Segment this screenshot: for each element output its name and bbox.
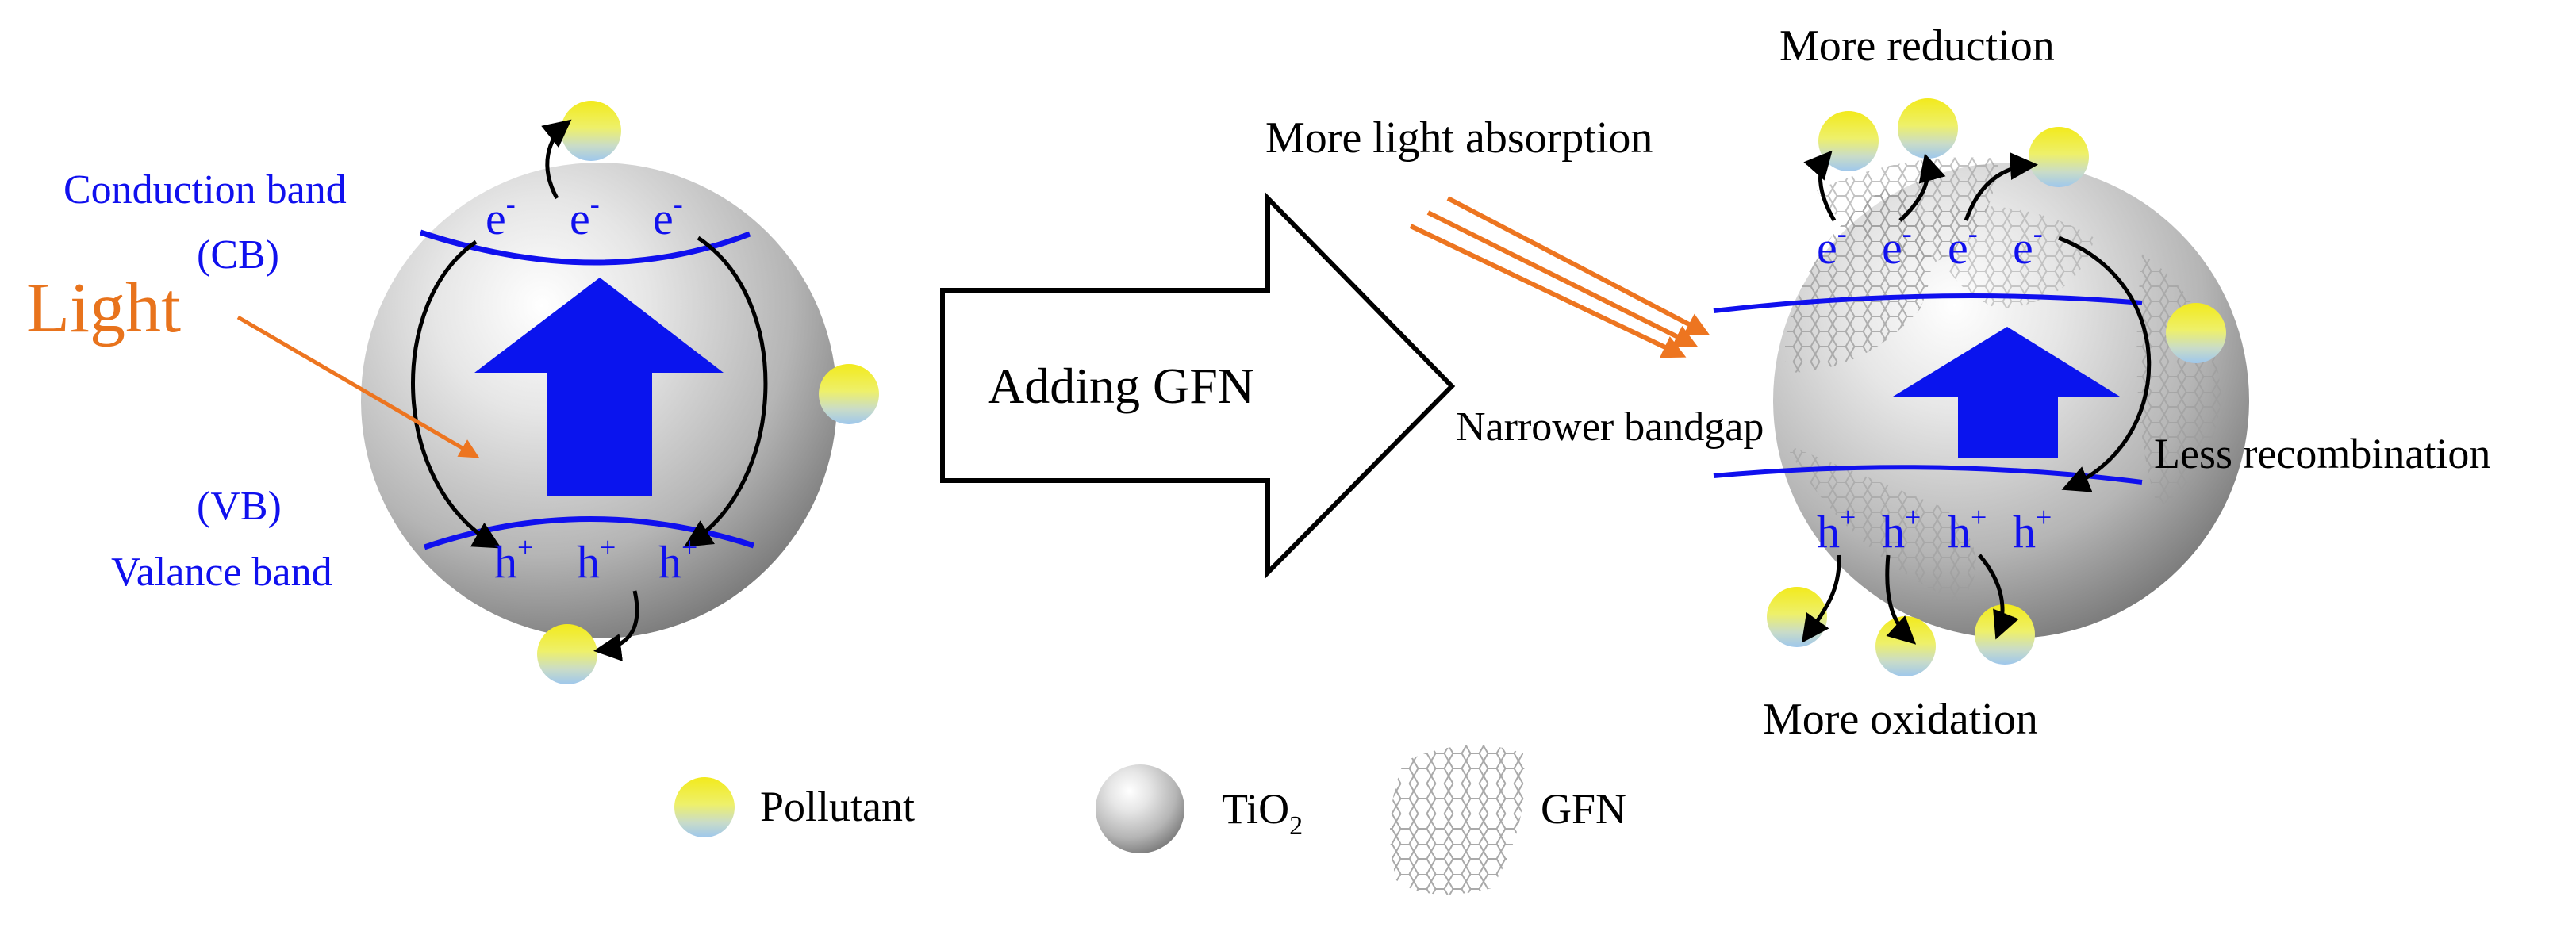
recombination-arrow-right (2058, 236, 2152, 492)
hole-left-1: h+ (494, 531, 533, 588)
left-particle: e- e- e- h+ h+ h+ (236, 101, 879, 684)
pollutant-right-top-3 (2029, 127, 2089, 187)
oxidation-arrow-3 (1978, 554, 2019, 640)
legend: Pollutant TiO2 GFN (674, 745, 1626, 895)
electron-left-1: e- (486, 188, 516, 244)
legend-tio2-icon (1096, 764, 1184, 853)
light-label: Light (26, 269, 181, 347)
legend-gfn-label: GFN (1541, 785, 1626, 833)
oxidation-arrow-1 (1801, 554, 1841, 643)
adding-gfn-arrow: Adding GFN (940, 192, 1456, 579)
pollutant-left-top (561, 101, 621, 161)
conduction-band-label: Conduction band (63, 167, 347, 213)
oxidation-arrow-2 (1885, 554, 1917, 645)
legend-gfn-icon (1390, 745, 1525, 895)
pollutant-right-side (2166, 303, 2226, 363)
bandgap-arrow-left (474, 278, 724, 496)
reduction-arrow-3 (1964, 152, 2038, 221)
hole-left-2: h+ (577, 531, 616, 588)
reduction-arrow-1 (1803, 150, 1837, 222)
gfn-sheet-right (2136, 254, 2221, 508)
gfn-sheet-bottom (1785, 444, 1976, 603)
legend-pollutant-icon (674, 777, 735, 837)
pollutant-right-top-2 (1898, 98, 1958, 159)
electron-right-2: e- (1882, 217, 1912, 274)
pollutant-right-bottom-3 (1975, 604, 2035, 665)
conduction-band-line-right (1713, 293, 2143, 313)
hole-left-3: h+ (658, 531, 697, 588)
light-absorption-arrow-3 (1409, 224, 1687, 358)
hole-right-4: h+ (2013, 501, 2052, 558)
cb-abbreviation: (CB) (197, 232, 279, 278)
legend-pollutant-label: Pollutant (760, 783, 915, 830)
electron-right-4: e- (2013, 217, 2043, 274)
reduction-arrow-2 (1898, 153, 1946, 222)
recombination-arrow-left-1 (411, 239, 502, 549)
light-arrow-left (236, 315, 480, 458)
light-absorption-arrow-1 (1446, 196, 1710, 335)
electron-right-3: e- (1948, 217, 1978, 274)
recombination-arrow-left-2 (684, 236, 768, 547)
gfn-sheet-center (1928, 205, 2094, 309)
electron-left-2: e- (570, 188, 600, 244)
light-absorption-arrow-2 (1426, 210, 1699, 347)
pollutant-left-right (819, 364, 879, 424)
more-light-absorption-label: More light absorption (1265, 113, 1653, 163)
electron-right-1: e- (1817, 217, 1847, 274)
legend-tio2-label: TiO2 (1222, 785, 1303, 841)
pollutant-right-bottom-2 (1875, 616, 1936, 676)
pollutant-right-top-1 (1818, 111, 1879, 171)
vb-abbreviation: (VB) (197, 484, 282, 529)
electron-transfer-arrow-left (541, 119, 572, 200)
more-oxidation-label: More oxidation (1763, 695, 2038, 744)
bandgap-arrow-right (1893, 327, 2120, 458)
adding-gfn-label: Adding GFN (988, 358, 1254, 414)
hole-transfer-arrow-left (593, 590, 639, 661)
right-particle: e- e- e- e- h+ h+ h+ h+ (1409, 98, 2249, 676)
less-recombination-label: Less recombination (2154, 430, 2490, 477)
valance-band-label: Valance band (111, 550, 332, 595)
narrower-bandgap-label: Narrower bandgap (1456, 404, 1764, 450)
pollutant-left-bottom (537, 624, 597, 684)
hole-right-3: h+ (1948, 501, 1987, 558)
hole-right-2: h+ (1882, 501, 1921, 558)
electron-left-3: e- (653, 188, 683, 244)
hole-right-1: h+ (1817, 501, 1856, 558)
more-reduction-label: More reduction (1779, 21, 2055, 71)
